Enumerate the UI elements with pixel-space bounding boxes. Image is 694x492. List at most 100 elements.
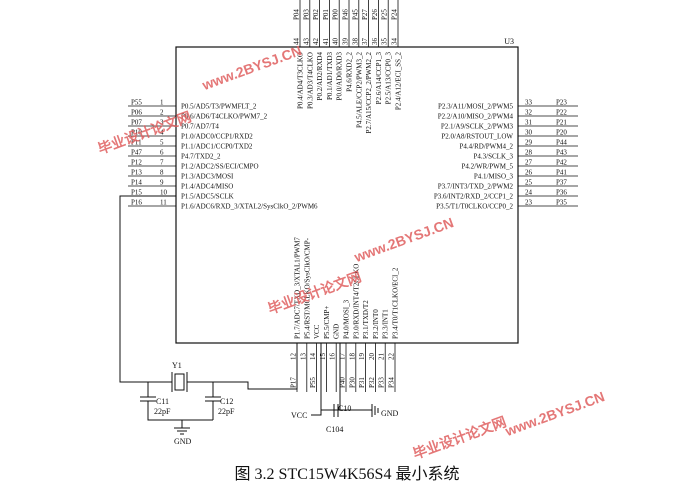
pin-label-bottom: P3.4/T0/T1CLKO/ECI_2	[392, 267, 400, 339]
pin-label-left: P1.5/ADC5/SCLK	[181, 193, 234, 201]
pin-number-left: 10	[160, 189, 168, 197]
pin-number-top: 40	[332, 38, 340, 46]
pin-number-bottom: 22	[388, 353, 396, 361]
pin-net-right: P20	[556, 129, 567, 137]
pin-number-top: 34	[391, 38, 399, 46]
pin-label-left: P1.2/ADC2/SS/ECI/CMPO	[181, 163, 259, 171]
pin-net-bottom: P40	[339, 377, 347, 388]
pin-label-bottom: P3.3/INT1	[382, 309, 390, 339]
pin-net-left: P13	[131, 169, 142, 177]
pin-number-left: 7	[160, 159, 164, 167]
pin-number-right: 28	[525, 149, 533, 157]
cap-c11-ref: C11	[156, 397, 169, 406]
pin-label-top: P0.4/AD4/T3CLKO	[297, 52, 305, 109]
pin-net-right: P43	[556, 149, 567, 157]
pin-number-left: 1	[160, 99, 164, 107]
cap-c104-value: C104	[326, 425, 343, 434]
pin-net-bottom: P33	[378, 377, 386, 388]
pin-label-right: P2.1/A9/SCLK_2/PWM3	[441, 123, 514, 131]
pin-label-right: P3.7/INT3/TXD_2/PWM2	[438, 183, 514, 191]
pin-number-right: 32	[525, 109, 533, 117]
pin-label-left: P1.3/ADC3/MOSI	[181, 173, 234, 181]
pin-label-left: P0.7/AD7/T4	[181, 123, 219, 131]
pin-number-top: 43	[302, 38, 310, 46]
pin-number-left: 11	[160, 199, 167, 207]
pin-label-top: P0.3/AD3/T4CLKO	[306, 52, 314, 109]
pin-label-top: P0.1/AD1/TXD3	[326, 52, 334, 101]
pin-net-top: P25	[381, 9, 389, 20]
pin-net-left: P12	[131, 159, 142, 167]
pin-net-bottom: P30	[348, 377, 356, 388]
pin-label-right: P4.3/SCLK_3	[474, 153, 514, 161]
vcc-label: VCC	[291, 411, 307, 420]
chip-body	[175, 46, 519, 344]
pin-number-left: 9	[160, 179, 164, 187]
pin-number-right: 30	[525, 129, 533, 137]
pin-number-bottom: 17	[339, 353, 347, 361]
pin-net-top: P02	[312, 9, 320, 20]
pin-net-left: P55	[131, 99, 142, 107]
pin-label-bottom: P1.7/ADC7/TXD_3/XTAL1/PWM7	[294, 237, 302, 339]
wire-p16	[119, 195, 176, 383]
pin-label-bottom: P4.0/MOSI_3	[343, 299, 351, 339]
pin-number-bottom: 21	[378, 353, 386, 361]
pin-net-right: P42	[556, 159, 567, 167]
pin-number-top: 37	[361, 38, 369, 46]
pin-number-left: 5	[160, 139, 164, 147]
cap-c12-value: 22pF	[218, 407, 235, 416]
pin-net-top: P00	[332, 9, 340, 20]
pin-net-top: P26	[371, 9, 379, 20]
pin-net-top: P46	[342, 9, 350, 20]
pin-net-left: P06	[131, 109, 142, 117]
pin-label-bottom: VCC	[313, 324, 321, 339]
pin-number-right: 31	[525, 119, 533, 127]
pin-number-bottom: 15	[319, 353, 327, 361]
pin-net-left: P47	[131, 149, 142, 157]
pin-label-right: P4.2/WR/PWM_5	[461, 163, 513, 171]
pin-net-bottom: P32	[368, 377, 376, 388]
pin-label-right: P2.2/A10/MISO_2/PWM4	[438, 113, 514, 121]
pin-net-bottom: P31	[358, 377, 366, 388]
pin-net-right: P44	[556, 139, 567, 147]
chip-ref: U3	[504, 37, 514, 46]
pin-number-bottom: 19	[358, 353, 366, 361]
pin-number-top: 39	[342, 38, 350, 46]
pin-net-left: P15	[131, 189, 142, 197]
cap-c11-value: 22pF	[154, 407, 171, 416]
pin-net-bottom: P34	[388, 377, 396, 388]
pin-number-right: 27	[525, 159, 533, 167]
pin-net-top: P45	[351, 9, 359, 20]
figure-caption: 图 3.2 STC15W4K56S4 最小系统	[234, 466, 460, 483]
pin-label-left: P1.4/ADC4/MISO	[181, 183, 233, 191]
crystal-ref: Y1	[172, 361, 182, 370]
pin-label-bottom: GND	[333, 324, 341, 339]
pin-number-right: 26	[525, 169, 533, 177]
pin-number-left: 2	[160, 109, 164, 117]
pin-label-bottom: P3.0/RXD/INT4/T2CLKO	[352, 264, 360, 339]
pin-label-right: P2.3/A11/MOSI_2/PWM5	[438, 103, 514, 111]
pin-net-top: P27	[361, 9, 369, 20]
pin-label-left: P1.6/ADC6/RXD_3/XTAL2/SysClkO_2/PWM6	[181, 203, 318, 211]
pin-number-bottom: 16	[329, 353, 337, 361]
pin-number-top: 35	[381, 38, 389, 46]
pin-net-top: P04	[293, 9, 301, 20]
pin-number-top: 41	[322, 38, 330, 46]
pin-net-right: P36	[556, 189, 567, 197]
pin-number-right: 25	[525, 179, 533, 187]
pin-number-bottom: 12	[290, 353, 298, 361]
pin-number-right: 24	[525, 189, 533, 197]
pin-net-left: P07	[131, 119, 142, 127]
pin-label-left: P1.1/ADC1/CCP0/TXD2	[181, 143, 253, 151]
pin-net-right: P21	[556, 119, 567, 127]
pin-net-right: P23	[556, 99, 567, 107]
crystal-y1	[174, 373, 185, 391]
pin-number-top: 44	[293, 38, 301, 46]
pin-label-top: P2.5/A13/CCP0_3	[385, 52, 393, 105]
pin-net-right: P41	[556, 169, 567, 177]
pin-net-top: P01	[322, 9, 330, 20]
gnd-label-left: GND	[174, 437, 192, 446]
pin-number-bottom: 20	[368, 353, 376, 361]
pin-label-top: P4.5/ALE/CCP2/PWM3_2	[355, 52, 363, 129]
pin-number-right: 23	[525, 199, 533, 207]
